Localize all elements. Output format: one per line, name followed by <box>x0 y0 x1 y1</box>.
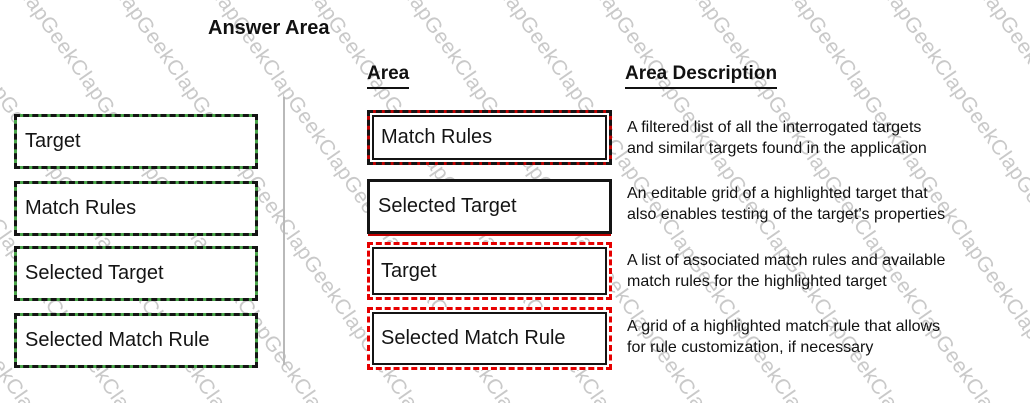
page-title: Answer Area <box>208 17 330 39</box>
area-description-4: A grid of a highlighted match rule that … <box>627 318 941 356</box>
drop-box-label: Selected Target <box>378 195 517 217</box>
drag-item-label: Selected Match Rule <box>25 329 210 351</box>
drop-box-label: Selected Match Rule <box>381 327 566 349</box>
drag-item-selected-target[interactable]: Selected Target <box>14 246 258 301</box>
vertical-divider <box>283 97 285 365</box>
drop-box-target[interactable]: Target <box>367 242 612 300</box>
drag-item-match-rules[interactable]: Match Rules <box>14 181 258 236</box>
drop-box-label: Target <box>381 259 437 282</box>
drop-box-selected-target[interactable]: Selected Target <box>367 179 612 234</box>
area-description-column-header: Area Description <box>625 63 778 89</box>
drag-item-target[interactable]: Target <box>14 114 258 169</box>
drop-box-inner: Target <box>372 247 607 295</box>
drop-box-selected-match-rule[interactable]: Selected Match Rule <box>367 307 612 370</box>
area-description-2: An editable grid of a highlighted target… <box>627 185 946 223</box>
drag-item-selected-match-rule[interactable]: Selected Match Rule <box>14 313 258 368</box>
drop-box-label: Match Rules <box>381 126 493 148</box>
area-column-header: Area <box>367 63 410 89</box>
drop-box-inner: Selected Target <box>371 183 608 230</box>
drag-item-label: Target <box>25 130 81 152</box>
drop-box-inner: Match Rules <box>372 115 607 160</box>
drag-item-label: Selected Target <box>25 262 164 284</box>
drag-item-label: Match Rules <box>25 197 137 219</box>
area-description-3: A list of associated match rules and ava… <box>627 252 946 290</box>
area-description-1: A filtered list of all the interrogated … <box>627 119 927 157</box>
drop-box-match-rules[interactable]: Match Rules <box>367 110 612 165</box>
drop-box-inner: Selected Match Rule <box>372 312 607 365</box>
